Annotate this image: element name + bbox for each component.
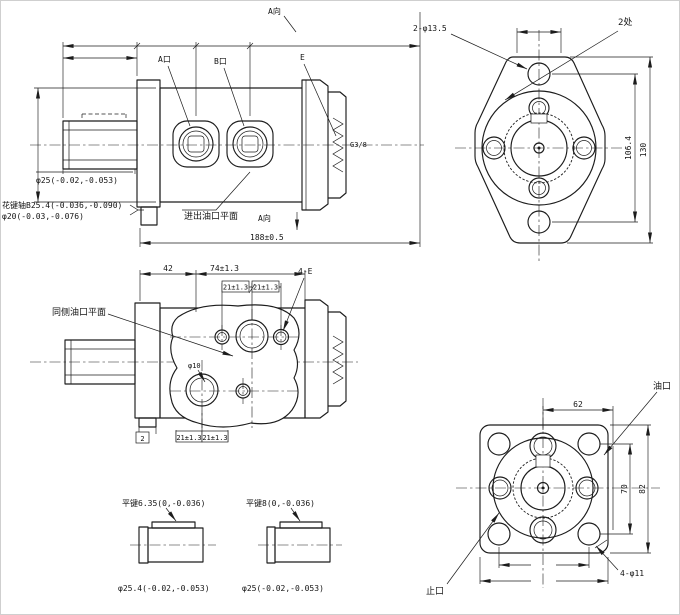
rear-port-thread [332, 335, 344, 385]
thread-note: 4-E [298, 267, 313, 276]
port-a-hole [178, 126, 214, 162]
mounting-flange [134, 302, 161, 419]
port-plane-note: 同侧油口平面 [52, 306, 106, 318]
dim-bolt-spacing: 106.4 [624, 136, 633, 160]
bolt-hole-top [527, 62, 551, 86]
bolt-hole [577, 522, 601, 546]
view-a-label: A向 [258, 213, 271, 223]
dim-42: 42 [163, 264, 173, 273]
port-b-hole [232, 126, 268, 162]
end-cap [327, 91, 347, 199]
keyway [535, 454, 551, 468]
rear-port-thread [332, 117, 344, 173]
dim-70: 70 [620, 484, 629, 494]
bolt-hole [487, 432, 511, 456]
hole-note: φ10 [188, 362, 201, 370]
key-note: 平键6.35(0,-0.036) [122, 498, 205, 508]
dim-21-bot-right: 21±1.3 [202, 434, 227, 442]
rear-section [304, 299, 329, 419]
hidden-key [81, 113, 127, 121]
spline-note-line2: φ20(-0.03,-0.076) [2, 212, 84, 221]
rear-section [301, 79, 329, 211]
pilot-note: 止口 [426, 585, 444, 597]
dimensions [479, 406, 651, 584]
keyway [530, 113, 548, 124]
places-note: 2处 [618, 16, 632, 28]
dia-note: φ25(-0.02,-0.053) [242, 584, 324, 593]
dim-21-bot-left: 21±1.3 [176, 434, 201, 442]
dia-note: φ25.4(-0.02,-0.053) [118, 584, 210, 593]
dim-height: 130 [639, 143, 648, 158]
dimensions [34, 12, 421, 247]
key-note: 平键8(0,-0.036) [246, 498, 315, 508]
end-cap [327, 311, 347, 407]
dim-21-top-right: 21±1.3 [253, 284, 278, 292]
key [151, 521, 196, 529]
port-boss-face [169, 304, 300, 428]
front-flange-view-4bolt: 62 70 82 4-φ11 油口 止口 [426, 380, 671, 597]
centerlines [455, 30, 628, 264]
shaft-dia-note: φ25(-0.02,-0.053) [36, 176, 118, 185]
flange-outline [474, 56, 606, 244]
rear-thread-label: G3/8 [350, 141, 367, 149]
shaft-detail-keyed-25-4: 平键6.35(0,-0.036) φ25.4(-0.02,-0.053) [118, 498, 216, 593]
side-view-side-ports: 同侧油口平面 42 74±1.3 21±1.3 21±1.3 4-E φ10 2… [30, 264, 358, 444]
flange-outline [479, 424, 609, 554]
port-plane-note: 进出油口平面 [184, 210, 238, 222]
centerlines [456, 398, 660, 588]
side-view-rear-ports: A向 A口 B口 E G3/8 φ25(-0.02,-0.053) 花键轴B25… [2, 6, 424, 247]
bolt-hole-bottom [527, 210, 551, 234]
dim-62: 62 [573, 400, 583, 409]
shaft-detail-keyed-25: 平键8(0,-0.036) φ25(-0.02,-0.053) [242, 498, 342, 593]
bolt-hole-note: 2-φ13.5 [413, 24, 447, 33]
dim-21-top-left: 21±1.3 [223, 284, 248, 292]
rear-port-label: E [300, 53, 305, 62]
bolt-hole [577, 432, 601, 456]
port-hole-bottom [529, 516, 557, 544]
thread-hole [235, 383, 251, 399]
view-label-top: A向 [268, 6, 281, 16]
port-boss-b [226, 120, 274, 168]
spline-note-line1: 花键轴B25.4(-0.036,-0.090) [2, 200, 122, 210]
port-a-label: A口 [158, 55, 171, 64]
port-note: 油口 [653, 380, 671, 392]
bolt-hole [487, 522, 511, 546]
bolt-hole-note: 4-φ11 [620, 569, 644, 578]
dim-2: 2 [140, 435, 144, 443]
pilot-circle [481, 90, 597, 206]
dimensions [516, 28, 653, 244]
dim-74: 74±1.3 [210, 264, 239, 273]
pilot-circle [492, 437, 594, 539]
front-flange-view-2bolt: 2-φ13.5 2处 106.4 130 [413, 16, 653, 264]
overall-dim: 188±0.5 [250, 233, 284, 242]
mounting-flange [136, 79, 161, 208]
key [279, 521, 323, 529]
port-b-label: B口 [214, 57, 227, 66]
port-boss-a [172, 120, 220, 168]
dim-82: 82 [638, 484, 647, 494]
dimensions [135, 270, 306, 444]
spline-circle [503, 112, 575, 184]
